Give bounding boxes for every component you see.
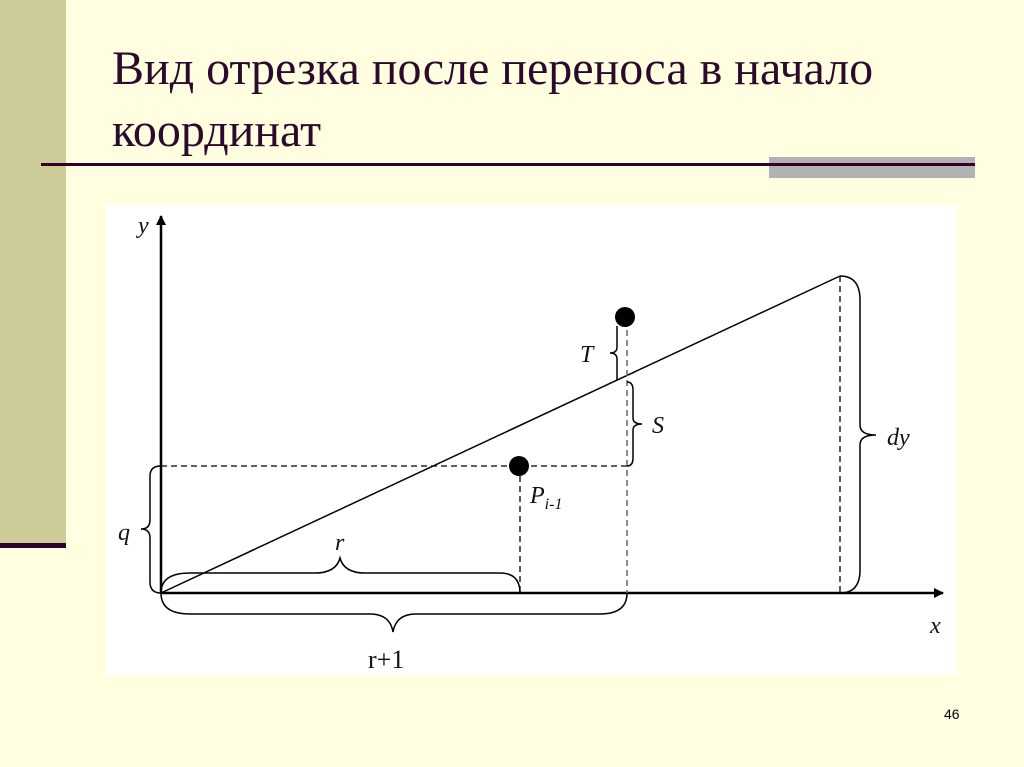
brace-t <box>609 326 618 380</box>
label-r: r <box>335 530 345 556</box>
sidebar-rule <box>0 543 66 548</box>
sidebar-decoration <box>0 0 66 545</box>
page-number: 46 <box>944 706 960 722</box>
title-accent-line <box>769 163 975 166</box>
y-axis-label: y <box>136 213 149 239</box>
brace-r <box>160 555 521 594</box>
brace-r-plus-1 <box>160 592 628 633</box>
brace-dy <box>839 275 877 594</box>
x-axis-label: x <box>929 613 941 639</box>
brace-s <box>626 381 643 467</box>
label-dy: dy <box>887 425 910 451</box>
line-segment <box>160 275 841 594</box>
brace-q <box>140 465 162 594</box>
title-rule <box>41 163 974 166</box>
label-t: T <box>580 342 595 368</box>
label-s: S <box>652 413 664 439</box>
line-segment-diagram: y x T S dy q r r+1 Pi-1 <box>106 205 957 675</box>
label-p-prev: Pi-1 <box>529 483 562 513</box>
point-p-prev <box>509 456 529 476</box>
title-accent-bar <box>769 157 975 178</box>
slide-title: Вид отрезка после переноса в начало коор… <box>112 42 874 157</box>
label-r-plus-1: r+1 <box>368 645 404 674</box>
label-q: q <box>118 520 130 546</box>
point-t <box>615 307 635 327</box>
